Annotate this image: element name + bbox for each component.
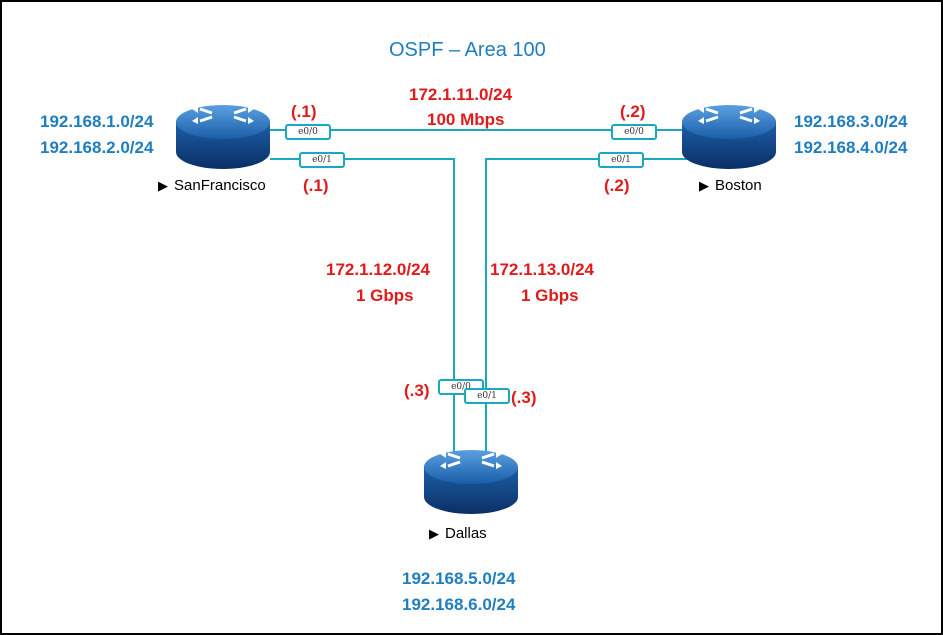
interface-address: (.2)	[620, 102, 646, 121]
network-label: 192.168.6.0/24	[402, 595, 516, 614]
link-subnet-label: 172.1.12.0/24	[326, 260, 430, 279]
router-name-dallas: ▶Dallas	[429, 525, 487, 542]
port-sf-e01[interactable]: e0/1	[299, 152, 345, 168]
link-speed-label: 1 Gbps	[356, 286, 414, 305]
port-dallas-e01[interactable]: e0/1	[464, 388, 510, 404]
port-sf-e00[interactable]: e0/0	[285, 124, 331, 140]
router-name-boston: ▶Boston	[699, 177, 762, 194]
diagram-title: OSPF – Area 100	[389, 39, 546, 61]
network-label: 192.168.4.0/24	[794, 138, 908, 157]
router-icon	[422, 448, 520, 516]
interface-address: (.1)	[303, 176, 329, 195]
triangle-right-icon: ▶	[158, 178, 168, 193]
port-boston-e00[interactable]: e0/0	[611, 124, 657, 140]
interface-address: (.3)	[511, 388, 537, 407]
router-icon	[174, 103, 272, 171]
triangle-right-icon: ▶	[429, 526, 439, 541]
link-subnet-label: 172.1.13.0/24	[490, 260, 594, 279]
interface-address: (.1)	[291, 102, 317, 121]
router-name-sanfrancisco: ▶SanFrancisco	[158, 177, 266, 194]
interface-address: (.2)	[604, 176, 630, 195]
link-speed-label: 1 Gbps	[521, 286, 579, 305]
port-boston-e01[interactable]: e0/1	[598, 152, 644, 168]
triangle-right-icon: ▶	[699, 178, 709, 193]
link-speed-label: 100 Mbps	[427, 110, 505, 129]
network-label: 192.168.3.0/24	[794, 112, 908, 131]
network-label: 192.168.5.0/24	[402, 569, 516, 588]
network-label: 192.168.2.0/24	[40, 138, 154, 157]
link-subnet-label: 172.1.11.0/24	[409, 85, 513, 104]
interface-address: (.3)	[404, 381, 430, 400]
router-icon	[680, 103, 778, 171]
network-label: 192.168.1.0/24	[40, 112, 154, 131]
